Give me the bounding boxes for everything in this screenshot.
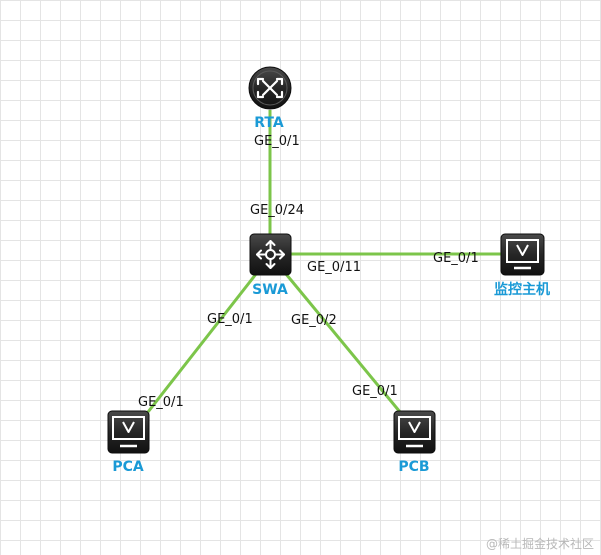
device-label-monitor: 监控主机 (494, 281, 550, 298)
device-label-swa: SWA (252, 282, 288, 298)
device-pca[interactable]: PCA (107, 410, 150, 475)
router-icon (248, 66, 292, 110)
device-swa[interactable]: SWA (249, 233, 292, 298)
device-monitor[interactable]: 监控主机 (494, 233, 550, 298)
port-label-pcb-ge0-1: GE_0/1 (352, 384, 398, 399)
monitor-pc-icon (107, 410, 150, 454)
device-label-pcb: PCB (398, 459, 429, 475)
device-label-rta: RTA (254, 115, 284, 131)
port-label-swa-ge0-24: GE_0/24 (250, 203, 304, 218)
device-rta[interactable]: RTA (248, 66, 292, 131)
port-label-rta-ge0-1: GE_0/1 (254, 134, 300, 149)
monitor-pc-icon (393, 410, 436, 454)
link-swa-pcb[interactable] (284, 273, 402, 413)
monitor-pc-icon (500, 233, 545, 276)
device-pcb[interactable]: PCB (393, 410, 436, 475)
port-label-pca-ge0-1: GE_0/1 (138, 395, 184, 410)
port-label-monitor-ge0-1: GE_0/1 (433, 251, 479, 266)
port-label-swa-ge0-1: GE_0/1 (207, 312, 253, 327)
watermark-text: @稀土掘金技术社区 (486, 536, 594, 551)
switch-icon (249, 233, 292, 276)
device-label-pca: PCA (112, 459, 144, 475)
port-label-swa-ge0-11: GE_0/11 (307, 260, 361, 275)
port-label-swa-ge0-2: GE_0/2 (291, 313, 337, 328)
link-swa-pca[interactable] (146, 273, 258, 413)
